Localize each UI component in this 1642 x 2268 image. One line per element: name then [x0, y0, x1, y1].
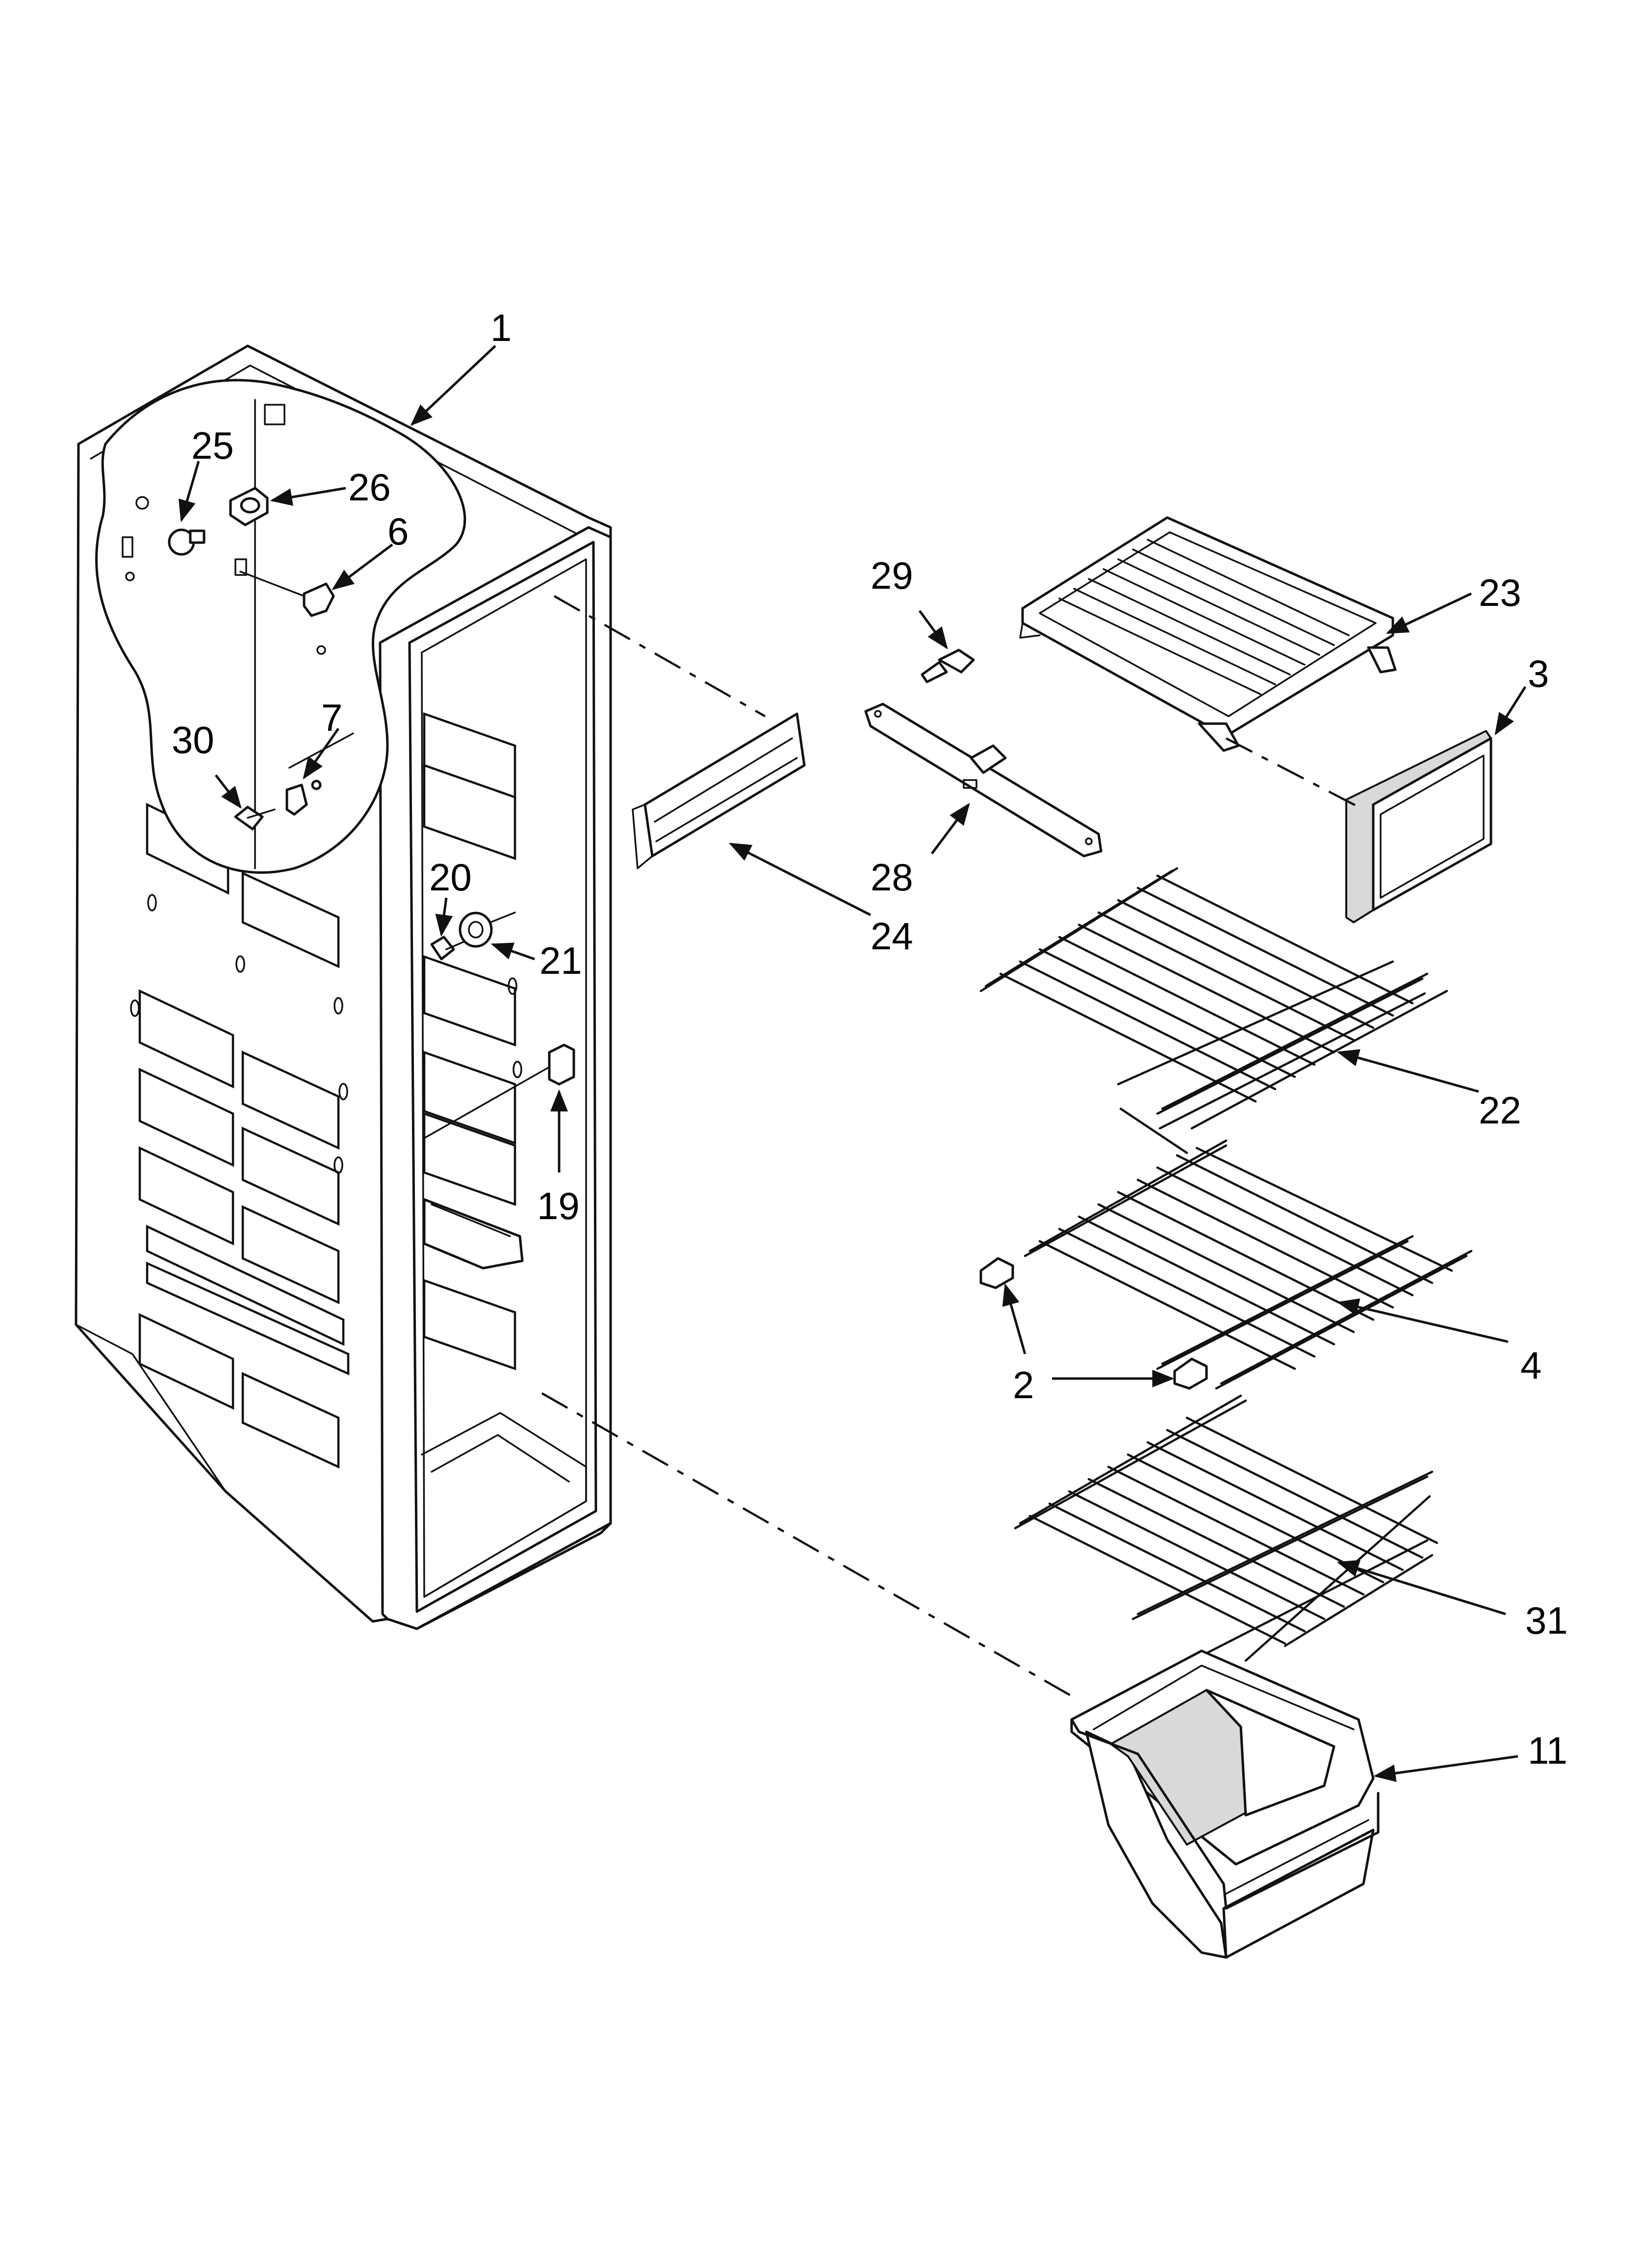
wire-shelf-part-31 [1014, 1394, 1438, 1662]
callout-21: 21 [490, 939, 582, 982]
svg-text:3: 3 [1528, 652, 1549, 695]
liner-side-panels [138, 803, 350, 1469]
callout-25: 25 [179, 424, 234, 522]
svg-text:20: 20 [429, 856, 472, 899]
callout-11: 11 [1373, 1729, 1567, 1782]
rail-part-28 [864, 703, 1103, 858]
callout-29: 29 [871, 554, 948, 650]
shelf-trim-part-3 [1345, 730, 1492, 923]
light-socket-part-26 [229, 487, 269, 526]
svg-text:4: 4 [1520, 1344, 1541, 1387]
svg-text:31: 31 [1525, 1599, 1568, 1642]
svg-text:23: 23 [1479, 571, 1521, 614]
svg-text:29: 29 [871, 554, 913, 597]
svg-text:30: 30 [172, 718, 214, 761]
callout-22: 22 [1336, 1049, 1521, 1132]
callout-20: 20 [429, 856, 472, 937]
svg-text:6: 6 [387, 510, 409, 553]
drawer-rail [423, 1198, 524, 1270]
callout-26: 26 [270, 466, 391, 509]
callout-30: 30 [172, 718, 242, 809]
freezer-bin-part-11 [1070, 1649, 1380, 1959]
roller-part-21 [459, 912, 516, 948]
screw-part-29 [921, 649, 975, 683]
callout-28: 28 [871, 803, 970, 899]
svg-text:7: 7 [321, 696, 342, 739]
assembly-lines [541, 595, 1364, 1698]
callout-3: 3 [1494, 652, 1549, 735]
shelf-frame-part-23 [1019, 516, 1397, 752]
screw-part-30 [234, 806, 276, 831]
callout-23: 23 [1385, 571, 1521, 634]
svg-text:24: 24 [871, 914, 913, 958]
wire-shelf-part-22 [979, 867, 1448, 1154]
shelf-frame-bars [1058, 539, 1350, 695]
shelf-stud-part-2 [979, 1257, 1208, 1390]
screw-part-20 [430, 936, 464, 961]
svg-text:28: 28 [871, 856, 913, 899]
svg-text:26: 26 [348, 466, 391, 509]
liner-inner-slots [423, 712, 516, 1371]
svg-text:2: 2 [1013, 1363, 1034, 1407]
callout-7: 7 [303, 696, 342, 780]
callout-2: 2 [1002, 1283, 1175, 1407]
bracket-part-19 [423, 1043, 575, 1139]
callout-6: 6 [332, 510, 409, 590]
wire-shelf-part-4 [1024, 1139, 1473, 1390]
callout-4: 4 [1336, 1298, 1541, 1387]
callout-1: 1 [410, 306, 512, 426]
svg-text:1: 1 [490, 306, 512, 349]
callout-24: 24 [728, 842, 913, 958]
clip-part-6 [303, 582, 335, 617]
clip-part-7 [285, 780, 322, 816]
svg-text:21: 21 [539, 939, 582, 982]
freezer-liner-part-1 [75, 344, 612, 1630]
svg-text:11: 11 [1528, 1729, 1567, 1772]
callouts: 1 25 26 6 7 30 20 21 19 24 29 28 23 3 22… [172, 306, 1568, 1782]
light-bulb-part-25 [168, 528, 205, 556]
callout-31: 31 [1336, 1560, 1568, 1642]
cover-part-24 [632, 712, 806, 869]
svg-text:19: 19 [537, 1184, 580, 1227]
svg-text:25: 25 [191, 424, 234, 467]
callout-19: 19 [537, 1089, 580, 1227]
svg-text:22: 22 [1479, 1089, 1521, 1132]
